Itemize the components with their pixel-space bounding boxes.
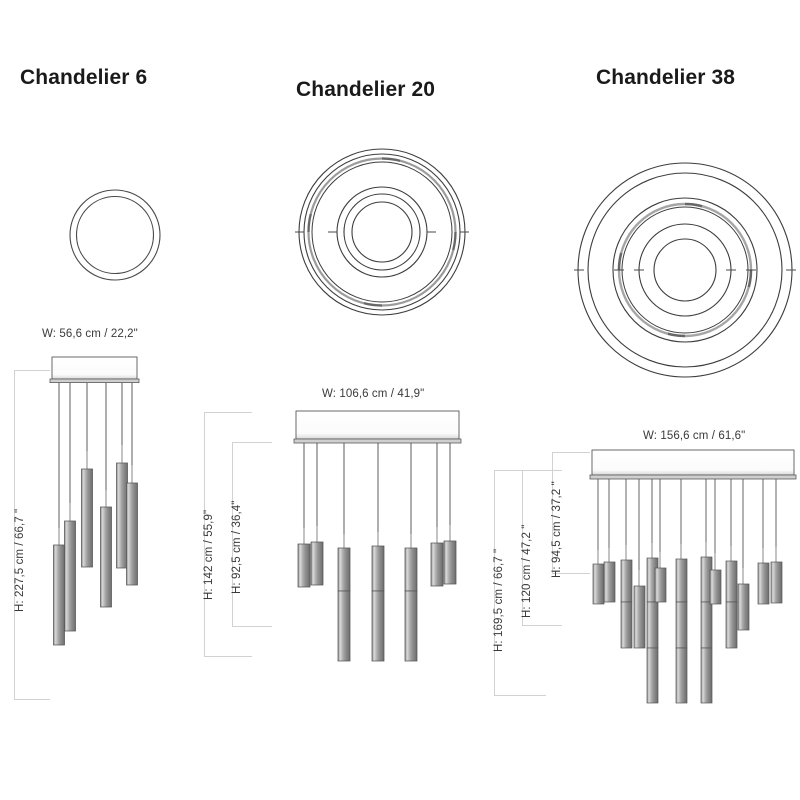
height-label-1-chandelier-38: H: 169,5 cm / 66,7 " xyxy=(493,548,505,652)
dimension-bracket-h2-chandelier-20 xyxy=(232,442,272,627)
elevation-view-chandelier-6 xyxy=(35,355,200,715)
elevation-view-chandelier-38 xyxy=(588,440,800,710)
product-title-chandelier-6: Chandelier 6 xyxy=(20,66,148,89)
width-label-chandelier-20: W: 106,6 cm / 41,9" xyxy=(322,388,425,400)
dimension-bracket-h2-chandelier-38 xyxy=(522,470,562,626)
dimension-bracket-h3-chandelier-38 xyxy=(552,452,590,574)
top-view-chandelier-6 xyxy=(50,170,180,300)
height-label-3-chandelier-38: H: 94,5 cm / 37,2 " xyxy=(551,481,563,578)
width-label-chandelier-38: W: 156,6 cm / 61,6" xyxy=(643,430,746,442)
dimension-bracket-h1-chandelier-20 xyxy=(204,412,252,657)
product-title-chandelier-20: Chandelier 20 xyxy=(296,78,436,101)
height-label-1-chandelier-20: H: 142 cm / 55,9" xyxy=(203,509,215,600)
height-label-2-chandelier-38: H: 120 cm / 47,2 " xyxy=(521,524,533,618)
height-label-chandelier-6: H: 227,5 cm / 66,7 " xyxy=(14,508,26,612)
height-label-2-chandelier-20: H: 92,5 cm / 36,4" xyxy=(231,500,243,594)
top-view-chandelier-20 xyxy=(290,140,474,324)
dimension-bracket-h-chandelier-6 xyxy=(14,370,50,700)
dimension-bracket-h1-chandelier-38 xyxy=(494,470,546,696)
width-label-chandelier-6: W: 56,6 cm / 22,2" xyxy=(42,328,138,340)
elevation-view-chandelier-20 xyxy=(282,398,482,668)
top-view-chandelier-38 xyxy=(570,155,800,385)
product-title-chandelier-38: Chandelier 38 xyxy=(596,66,736,89)
